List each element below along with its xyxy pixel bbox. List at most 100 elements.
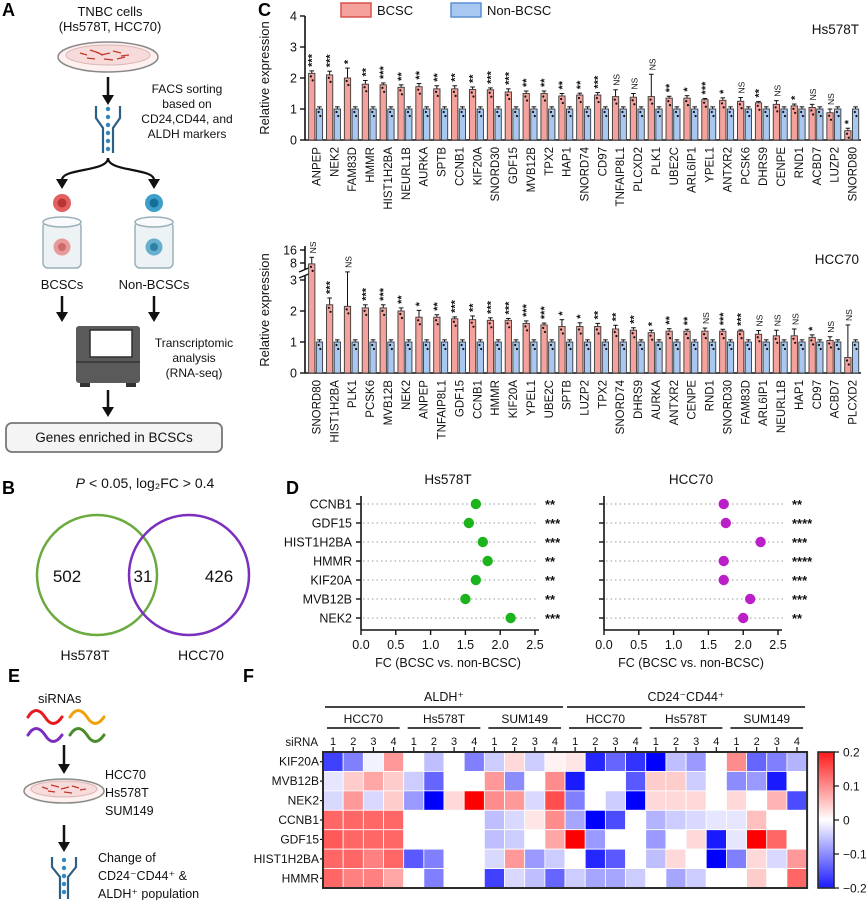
heatmap-cell-HMMR-20 <box>705 868 727 889</box>
bar-nonbcsc-HMMR <box>494 341 502 374</box>
fc-dot-GDF15 <box>463 517 475 529</box>
x-tick-label: 2.5 <box>769 638 786 652</box>
bar-bcsc-SNORD80 <box>308 263 316 374</box>
sig-label-LUZP2: * <box>575 314 587 319</box>
bar-bcsc-NEK2 <box>326 74 334 141</box>
heatmap-cell-MVB12B-18 <box>665 771 687 792</box>
bar-bcsc-CENPE <box>683 330 691 374</box>
heatmap-cell-CCNB1-23 <box>766 809 788 831</box>
sig-label-ANTXR2: ** <box>664 315 676 324</box>
dot-row-HIST1H2BA: *** <box>599 535 808 550</box>
bcsc-tube-label: BCSCs <box>41 277 84 292</box>
heatmap-cell-GDF15-3 <box>362 829 384 850</box>
y-tick-label: 8 <box>290 257 297 271</box>
sig-label-SNORD30: *** <box>485 70 497 84</box>
heatmap-cell-HMMR-4 <box>383 868 405 889</box>
chart-title: Hs578T <box>812 22 859 37</box>
sig-label-HAP1: NS <box>790 313 800 325</box>
heatmap-cell-MVB12B-3 <box>362 771 384 792</box>
sirna-number: 2 <box>754 736 760 748</box>
bar-bcsc-LUZP2 <box>576 326 584 374</box>
bar-pair-FAM83D: *FAM83D <box>342 59 359 192</box>
heatmap-cell-HMMR-3 <box>362 868 384 889</box>
heatmap-cell-GDF15-22 <box>746 829 768 850</box>
sig-label-NEK2: ** <box>396 295 408 304</box>
bar-bcsc-PLK1 <box>647 96 655 141</box>
heatmap-cell-NEK2-24 <box>786 790 808 811</box>
dot-sig-MVB12B: *** <box>792 592 808 607</box>
heatmap-cell-HIST1H2BA-5 <box>403 848 425 869</box>
bar-nonbcsc-KIF20A <box>476 108 484 141</box>
bar-bcsc-SNORD30 <box>719 330 727 374</box>
facs-text-line2: based on <box>162 97 211 111</box>
bar-nonbcsc-DHRS9 <box>637 341 645 374</box>
bar-bcsc-UBE2C <box>540 324 548 374</box>
dot-sig-KIF20A: ** <box>545 573 556 588</box>
heatmap-cell-GDF15-10 <box>504 829 526 850</box>
heatmap-cell-HIST1H2BA-2 <box>342 848 364 869</box>
bar-bcsc-GDF15 <box>451 318 459 374</box>
sig-label-HIST1H2BA: *** <box>325 280 337 294</box>
group-header-ALDH⁺: ALDH⁺ <box>424 690 464 704</box>
sig-label-SNORD30: *** <box>718 312 730 326</box>
bar-nonbcsc-ANTXR2 <box>673 341 681 374</box>
bar-nonbcsc-UBE2C <box>548 341 556 374</box>
heatmap-cell-HIST1H2BA-7 <box>443 848 465 869</box>
gene-label-SNORD80: SNORD80 <box>848 147 860 201</box>
chart-title: HCC70 <box>815 252 859 267</box>
fc-dot-CCNB1 <box>718 498 729 510</box>
heatmap-cell-MVB12B-1 <box>322 771 344 792</box>
sirna-squiggle-red <box>26 709 64 725</box>
bar-bcsc-NEURL1B <box>397 86 405 141</box>
gene-label-ANTXR2: ANTXR2 <box>722 147 734 192</box>
dot-sig-KIF20A: *** <box>792 573 808 588</box>
heatmap-cell-HIST1H2BA-1 <box>322 848 344 869</box>
heatmap-cell-HMMR-8 <box>463 868 485 889</box>
sig-label-YPEL1: *** <box>521 303 533 317</box>
bar-bcsc-DHRS9 <box>754 102 763 141</box>
sig-label-TNFAIP8L1: NS <box>612 74 622 86</box>
bar-bcsc-ANPEP <box>415 316 423 374</box>
sig-label-DHRS9: ** <box>628 314 640 323</box>
sig-label-GDF15: *** <box>503 71 515 85</box>
heatmap-cell-HIST1H2BA-21 <box>725 848 747 869</box>
dot-sig-GDF15: *** <box>545 516 561 531</box>
subgroup-header-2-SUM149: SUM149 <box>501 712 548 726</box>
bar-nonbcsc-CD97 <box>816 341 824 374</box>
sig-label-SNORD74: ** <box>575 80 587 89</box>
bar-pair-CD97: *CD97 <box>807 326 824 410</box>
sirna-number: 4 <box>471 736 477 748</box>
bar-bcsc-SNORD80 <box>844 130 852 141</box>
dot-row-KIF20A: KIF20A** <box>310 573 556 588</box>
gene-label-HMMR: HMMR <box>365 147 377 183</box>
dot-row-GDF15: **** <box>599 516 813 531</box>
gene-label-PLK1: PLK1 <box>347 380 359 408</box>
sig-label-CENPE: NS <box>772 84 782 96</box>
y-tick-label: 2 <box>290 305 297 319</box>
sirna-number: 3 <box>693 736 699 748</box>
bar-pair-AURKA: *AURKA <box>646 321 663 419</box>
bar-nonbcsc-RND1 <box>709 341 717 374</box>
heatmap-cell-KIF20A-9 <box>483 751 505 772</box>
change-text-line1: Change of <box>98 851 156 865</box>
heatmap-cell-KIF20A-1 <box>322 751 344 772</box>
heatmap-cell-CCNB1-24 <box>786 809 808 831</box>
gene-label-CCNB1: CCNB1 <box>472 380 484 419</box>
sirna-number: 1 <box>330 736 336 748</box>
heatmap-cell-HMMR-9 <box>483 868 505 889</box>
heatmap-cell-CCNB1-12 <box>544 809 566 831</box>
sirna-number: 3 <box>612 736 618 748</box>
heatmap-cell-MVB12B-15 <box>604 771 626 792</box>
bar-pair-SPTB: *SPTB <box>557 311 574 410</box>
heatmap-cell-MVB12B-13 <box>564 771 586 792</box>
colorbar-tick-label: 0.1 <box>843 780 860 794</box>
fc-dot-HIST1H2BA <box>477 536 488 548</box>
bar-pair-NEK2: **NEK2 <box>396 295 413 410</box>
heatmap-row-label-GDF15: GDF15 <box>280 832 319 846</box>
bar-nonbcsc-SNORD80 <box>851 108 860 141</box>
heatmap-cell-CCNB1-18 <box>665 809 687 831</box>
